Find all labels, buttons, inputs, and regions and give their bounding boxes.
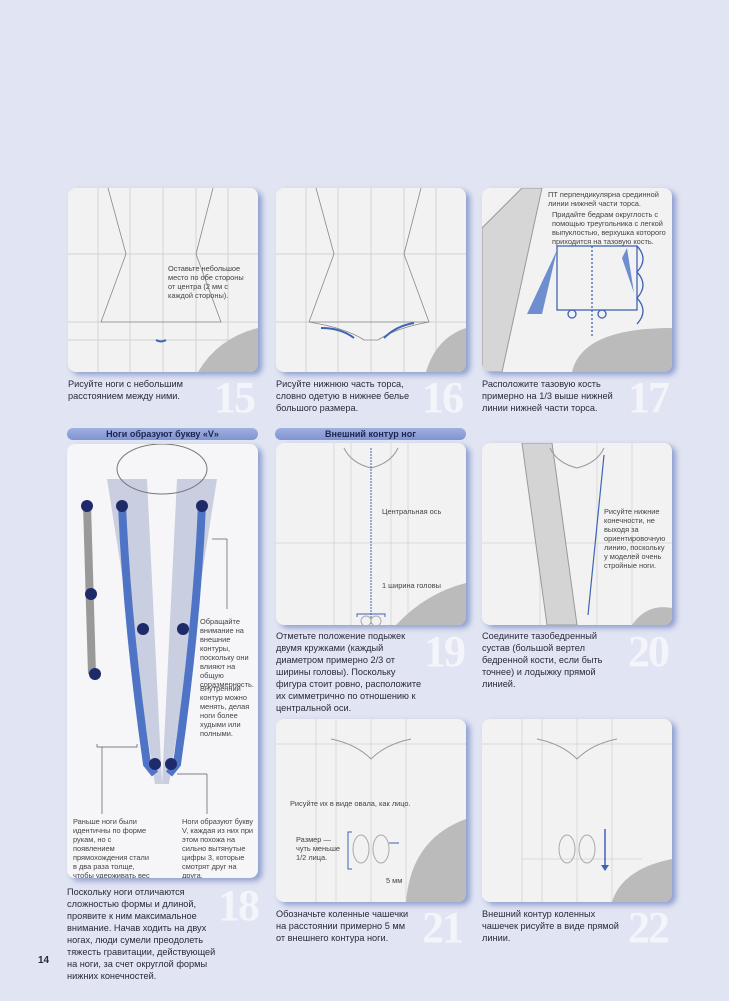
v-note-history: Раньше ноги были идентичны по форме рука… bbox=[73, 817, 150, 878]
step-19-number: 19 bbox=[424, 627, 466, 676]
step-22-number: 22 bbox=[628, 903, 670, 952]
page-number: 14 bbox=[38, 955, 50, 966]
step-20-number: 20 bbox=[628, 627, 670, 676]
kneecap-outline-sketch bbox=[482, 719, 672, 902]
step-21-note-size: Размер — чуть меньше 1/2 лица. bbox=[296, 835, 340, 862]
step-20-note: Рисуйте нижние конечности, не выходя за … bbox=[604, 507, 666, 570]
torso-underwear-sketch bbox=[276, 188, 466, 372]
step-21-note-oval: Рисуйте их в виде овала, как лицо. bbox=[290, 799, 411, 808]
step-21-number: 21 bbox=[422, 903, 464, 952]
torso-sketch bbox=[68, 188, 258, 372]
v-note-inner-contour: Внутренний контур можно менять, делая но… bbox=[200, 684, 250, 738]
step-21-note-5mm: 5 мм bbox=[386, 876, 403, 885]
ruler bbox=[482, 188, 543, 372]
step-15-number: 15 bbox=[214, 373, 256, 422]
section-header-v-shape: Ноги образуют букву «V» bbox=[67, 428, 258, 440]
step-19-caption: Отметьте положение подыжек двумя кружкам… bbox=[276, 631, 422, 713]
step-16-illustration bbox=[276, 188, 466, 372]
step-17-illustration: ПТ перпендикулярна срединной линии нижне… bbox=[482, 188, 672, 372]
step-21-caption: Обозначьте коленные чашечки на расстояни… bbox=[276, 909, 409, 943]
step-18-number: 18 bbox=[218, 881, 260, 930]
step-22-caption: Внешний контур коленных чашечек рисуйте … bbox=[482, 909, 619, 943]
v-section-caption: Поскольку ноги отличаются сложностью фор… bbox=[67, 887, 216, 981]
step-16-caption: Рисуйте нижнюю часть торса, словно одету… bbox=[276, 379, 410, 413]
kneecap-sketch bbox=[276, 719, 466, 902]
step-20-illustration: Рисуйте нижние конечности, не выходя за … bbox=[482, 443, 672, 625]
step-15-illustration: Оставьте небольшое место по обе стороны … bbox=[68, 188, 258, 372]
step-15-caption: Рисуйте ноги с небольшим расстоянием меж… bbox=[68, 379, 183, 401]
step-15-note: Оставьте небольшое место по обе стороны … bbox=[168, 264, 244, 300]
ruler bbox=[521, 443, 578, 625]
step-17-note-1: ПТ перпендикулярна срединной линии нижне… bbox=[548, 190, 659, 208]
section-header-outer-contour: Внешний контур ног bbox=[275, 428, 466, 440]
step-16-number: 16 bbox=[422, 373, 464, 422]
step-20-caption: Соедините тазобедренный сустав (большой … bbox=[482, 631, 603, 689]
step-17-number: 17 bbox=[628, 373, 670, 422]
step-17-caption: Расположите тазовую кость примерно на 1/… bbox=[482, 379, 613, 413]
leg-anatomy-illustration: Обращайте внимание на внешние контуры, п… bbox=[67, 444, 258, 878]
step-19-note-axis: Центральная ось bbox=[382, 507, 442, 516]
step-19-illustration: Центральная ось 1 ширина головы bbox=[276, 443, 466, 625]
step-21-illustration: Рисуйте их в виде овала, как лицо. Разме… bbox=[276, 719, 466, 902]
pelvis-sketch bbox=[482, 188, 672, 372]
hip-ankle-line-sketch bbox=[482, 443, 672, 625]
step-17-note-2: Придайте бедрам округлость с помощью тре… bbox=[552, 210, 666, 246]
step-19-note-head-width: 1 ширина головы bbox=[382, 581, 441, 590]
v-note-v-shape: Ноги образуют букву V, каждая из них при… bbox=[182, 817, 254, 878]
leg-skeleton-diagram bbox=[81, 444, 228, 814]
step-22-illustration bbox=[482, 719, 672, 902]
v-note-outer-contour: Обращайте внимание на внешние контуры, п… bbox=[200, 617, 254, 689]
ankle-circles-sketch bbox=[276, 443, 466, 625]
